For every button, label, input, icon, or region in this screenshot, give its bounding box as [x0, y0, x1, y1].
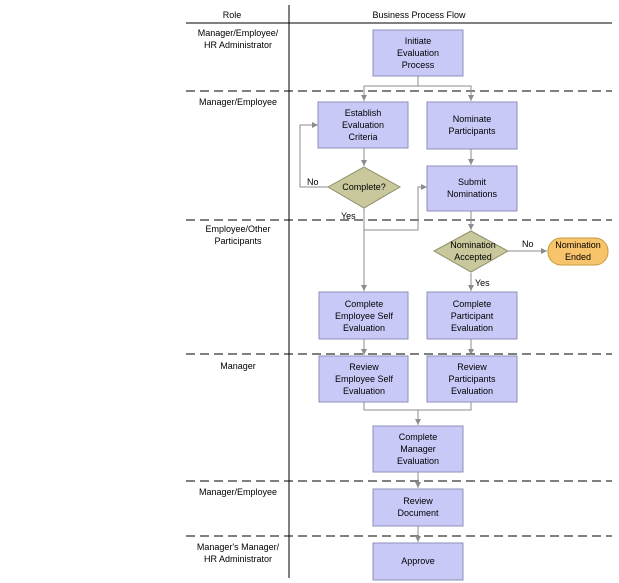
role-label: Manager/Employee	[199, 487, 277, 497]
decision-complete: Complete?	[326, 166, 402, 209]
node-label-line: Initiate	[405, 36, 432, 46]
role-label-line: Manager/Employee/	[198, 28, 279, 38]
node-label-line: Evaluation	[342, 120, 384, 130]
node-label-line: Evaluation	[451, 323, 493, 333]
node-label-line: Participant	[451, 311, 494, 321]
role-label-line: HR Administrator	[204, 554, 272, 564]
connector-initiate-to-establish	[361, 76, 419, 101]
node-label-line: Evaluation	[343, 386, 385, 396]
role-column-header: Role	[223, 10, 242, 20]
node-approve-label: Approve	[401, 556, 435, 566]
node-label-line: Ended	[565, 252, 591, 262]
node-label-line: Submit	[458, 177, 487, 187]
connectors	[299, 76, 547, 542]
node-label-line: Document	[397, 508, 439, 518]
role-label-line: Manager	[220, 361, 256, 371]
node-label-line: Review	[403, 496, 433, 506]
role-label: Manager	[220, 361, 256, 371]
node-label-line: Nomination	[450, 240, 496, 250]
role-label-line: Manager's Manager/	[197, 542, 280, 552]
node-label-line: Review	[457, 362, 487, 372]
node-label-line: Criteria	[348, 132, 377, 142]
node-label-line: Employee Self	[335, 311, 394, 321]
edge-label-accepted-no: No	[522, 239, 534, 249]
node-label-line: Nominate	[453, 114, 492, 124]
edge-label-complete-no: No	[307, 177, 319, 187]
role-label-line: Participants	[214, 236, 262, 246]
node-label-line: Process	[402, 60, 435, 70]
node-label-line: Evaluation	[397, 456, 439, 466]
node-label-line: Complete	[453, 299, 492, 309]
role-labels: Manager/Employee/HR AdministratorManager…	[197, 28, 280, 564]
role-label: Manager/Employee	[199, 97, 277, 107]
node-label-line: Participants	[448, 126, 496, 136]
node-label-line: Establish	[345, 108, 382, 118]
node-label-line: Complete	[345, 299, 384, 309]
node-label-line: Complete	[399, 432, 438, 442]
role-label-line: HR Administrator	[204, 40, 272, 50]
node-label-line: Participants	[448, 374, 496, 384]
role-label: Manager/Employee/HR Administrator	[198, 28, 279, 50]
connector-reviews-to-manager	[363, 402, 472, 425]
node-label-line: Evaluation	[397, 48, 439, 58]
node-label-line: Evaluation	[343, 323, 385, 333]
connector-complete-yes-to-submit	[364, 184, 427, 231]
decision-complete-label: Complete?	[342, 182, 386, 192]
node-label-line: Nominations	[447, 189, 498, 199]
node-label-line: Evaluation	[451, 386, 493, 396]
edge-label-complete-yes: Yes	[341, 211, 356, 221]
node-label-line: Complete?	[342, 182, 386, 192]
connector-complete-no-loop	[299, 122, 329, 188]
edge-label-accepted-yes: Yes	[475, 278, 490, 288]
role-label: Manager's Manager/HR Administrator	[197, 542, 280, 564]
node-label-line: Approve	[401, 556, 435, 566]
node-label-line: Manager	[400, 444, 436, 454]
node-label-line: Review	[349, 362, 379, 372]
node-label-line: Nomination	[555, 240, 601, 250]
role-label-line: Manager/Employee	[199, 97, 277, 107]
role-label-line: Employee/Other	[205, 224, 270, 234]
node-approve: Approve	[372, 542, 464, 581]
node-label-line: Accepted	[454, 252, 492, 262]
flow-column-header: Business Process Flow	[372, 10, 466, 20]
role-label-line: Manager/Employee	[199, 487, 277, 497]
node-label-line: Employee Self	[335, 374, 394, 384]
connector-initiate-to-nominate	[418, 85, 474, 101]
